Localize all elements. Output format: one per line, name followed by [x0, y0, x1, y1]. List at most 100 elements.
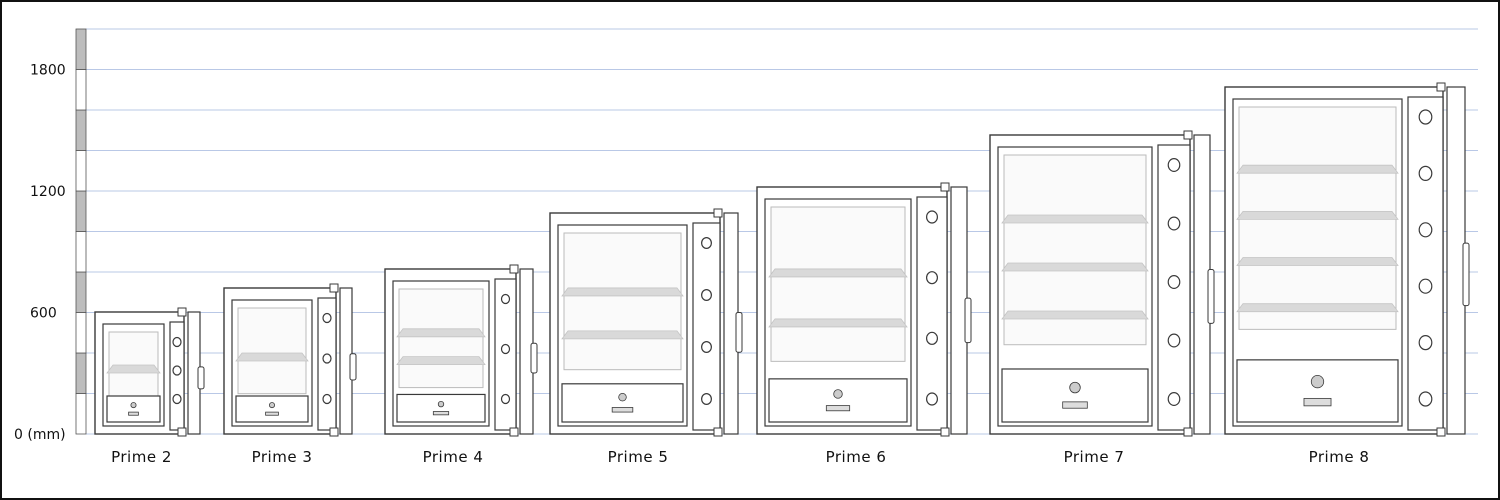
drawer-handle: [611, 407, 634, 413]
door-handle: [964, 297, 972, 344]
door-panel: [317, 297, 337, 431]
locking-bolt: [925, 271, 938, 285]
ruler-segment: [75, 150, 87, 192]
door-panel: [169, 321, 185, 431]
locking-bolt: [500, 293, 511, 305]
locking-bolt: [500, 343, 511, 355]
hinge: [329, 283, 339, 293]
door-handle: [1462, 242, 1470, 307]
back-panel: [237, 307, 307, 395]
locking-bolt: [500, 393, 511, 405]
drawer: [1236, 359, 1399, 423]
locking-bolt: [1418, 391, 1433, 407]
drawer-handle: [432, 411, 450, 416]
drawer: [561, 383, 684, 423]
safe-prime-4: [384, 264, 538, 437]
drawer-lock: [437, 400, 445, 408]
shelf: [768, 268, 908, 278]
hinge: [1436, 82, 1446, 92]
locking-bolt: [701, 237, 712, 250]
locking-bolt: [322, 312, 332, 324]
locking-bolt: [1167, 216, 1181, 231]
drawer: [235, 395, 309, 423]
door-edge: [1446, 86, 1466, 435]
locking-bolt: [1418, 278, 1433, 294]
drawer: [768, 378, 908, 423]
hinge: [509, 427, 519, 437]
ruler-segment: [75, 312, 87, 354]
locking-bolt: [172, 365, 182, 376]
locking-bolt: [322, 393, 332, 405]
drawer: [1001, 368, 1149, 423]
ruler-segment: [75, 352, 87, 394]
locking-bolt: [925, 331, 938, 345]
locking-bolt: [1418, 335, 1433, 351]
locking-bolt: [701, 341, 712, 354]
safe-label-prime-6: Prime 6: [826, 448, 887, 466]
locking-bolt: [925, 210, 938, 224]
hinge: [1183, 427, 1193, 437]
hinge: [177, 307, 187, 317]
door-handle: [735, 311, 743, 353]
locking-bolt: [1418, 165, 1433, 181]
safe-prime-7: [989, 130, 1215, 437]
safe-prime-6: [756, 182, 972, 437]
drawer-handle: [128, 411, 139, 416]
drawer-lock: [618, 392, 627, 402]
door-handle: [530, 342, 538, 374]
safe-label-prime-7: Prime 7: [1064, 448, 1125, 466]
drawer-handle: [1062, 401, 1088, 409]
shelf: [1236, 303, 1399, 313]
hinge: [1183, 130, 1193, 140]
ruler-segment: [75, 28, 87, 70]
locking-bolt: [1167, 333, 1181, 348]
locking-bolt: [322, 353, 332, 364]
back-panel: [770, 206, 906, 362]
y-axis-unit-label: 0 (mm): [14, 427, 66, 443]
locking-bolt: [1167, 158, 1181, 173]
door-handle: [349, 353, 357, 381]
safe-label-prime-3: Prime 3: [252, 448, 313, 466]
locking-bolt: [172, 336, 182, 348]
safe-prime-8: [1224, 82, 1470, 437]
shelf: [561, 330, 684, 340]
shelf: [1001, 310, 1149, 320]
drawer: [106, 395, 161, 423]
shelf: [1236, 257, 1399, 266]
hinge: [1436, 427, 1446, 437]
safe-label-prime-8: Prime 8: [1309, 448, 1370, 466]
locking-bolt: [925, 392, 938, 406]
hinge: [940, 182, 950, 192]
ruler-segment: [75, 109, 87, 151]
drawer-lock: [833, 389, 843, 399]
shelf: [768, 318, 908, 328]
hinge: [713, 427, 723, 437]
drawer-handle: [265, 411, 279, 416]
shelf: [1236, 164, 1399, 174]
ruler-segment: [75, 393, 87, 435]
hinge: [713, 208, 723, 218]
locking-bolt: [1167, 392, 1181, 407]
shelf: [106, 364, 161, 374]
safe-label-prime-2: Prime 2: [111, 448, 172, 466]
locking-bolt: [1418, 222, 1433, 238]
drawer-handle: [825, 405, 851, 412]
ruler-segment: [75, 271, 87, 313]
drawer-lock: [1069, 381, 1081, 394]
hinge: [329, 427, 339, 437]
drawer-lock: [1310, 375, 1325, 389]
shelf: [235, 352, 309, 362]
locking-bolt: [1418, 109, 1433, 125]
locking-bolt: [1167, 275, 1181, 290]
shelf: [561, 287, 684, 297]
hinge: [940, 427, 950, 437]
y-axis-labels: 600 1200 1800 0 (mm): [14, 63, 66, 444]
height-ruler: [75, 28, 87, 435]
door-panel: [494, 278, 517, 431]
safe-label-prime-5: Prime 5: [608, 448, 669, 466]
door-handle: [197, 366, 205, 390]
safe-prime-3: [223, 283, 357, 437]
safe-label-prime-4: Prime 4: [423, 448, 484, 466]
